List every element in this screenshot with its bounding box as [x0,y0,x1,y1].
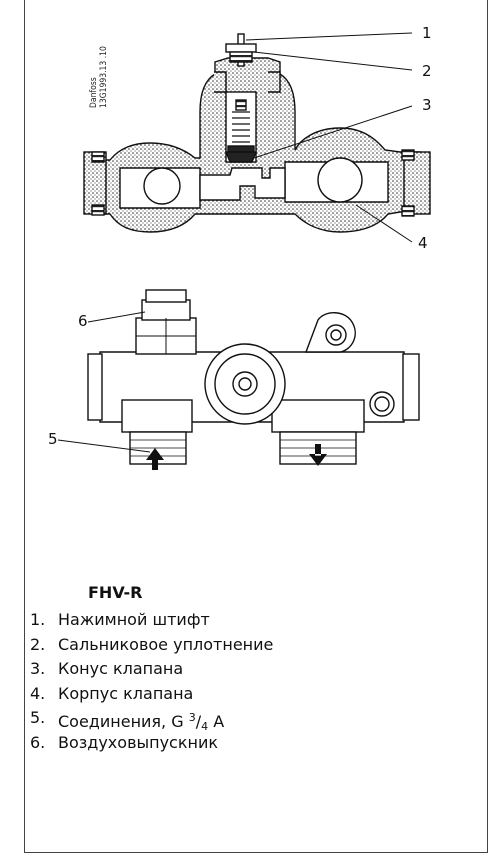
list-item: 5.Соединения, G 3/4 A [30,708,225,733]
page-frame [24,0,488,853]
list-item: 3.Конус клапана [30,659,184,678]
callout-4: 4 [418,234,428,252]
callout-5: 5 [48,430,58,448]
valve-spring [232,111,250,143]
leader-2 [253,51,413,71]
inlet-port-circle [143,167,181,205]
list-item: 2.Сальниковое уплотнение [30,634,274,654]
valve-drawing [57,32,431,470]
outlet-arrow-icon [309,444,327,466]
callout-6: 6 [78,312,88,330]
maker-name: Danfoss [89,77,99,108]
maker-code: Danfoss 13G1993.13 .10 [89,46,109,108]
section-leaders [245,32,413,243]
list-item: 1.Нажимной штифт [30,610,210,629]
right-union-nut [403,151,431,215]
valve-figure: Danfoss 13G1993.13 .10 1 2 3 4 5 6 [48,24,432,470]
outlet-port-circle [317,157,363,203]
callout-3: 3 [422,96,432,114]
drawing-number: 13G1993.13 .10 [99,46,109,108]
callout-2: 2 [422,62,432,80]
leader-5 [57,439,151,453]
valve-cone [224,151,258,163]
inlet-arrow-icon [146,448,164,470]
leader-6 [87,311,146,323]
leader-3 [253,105,413,159]
external-leaders [57,311,151,453]
flow-channel [199,167,286,201]
right-end-nut [402,353,420,421]
leader-1 [245,32,413,41]
list-item: 6.Воздуховыпускник [30,732,219,752]
external-view [87,289,420,465]
list-item: 4.Корпус клапана [30,683,194,703]
legend-title: FHV-R [88,583,143,602]
parts-list: 1.Нажимной штифт 2.Сальниковое уплотнени… [30,609,273,756]
leader-4 [355,204,413,243]
callout-1: 1 [422,24,432,42]
section-view [83,33,431,233]
left-end-nut [87,353,103,421]
